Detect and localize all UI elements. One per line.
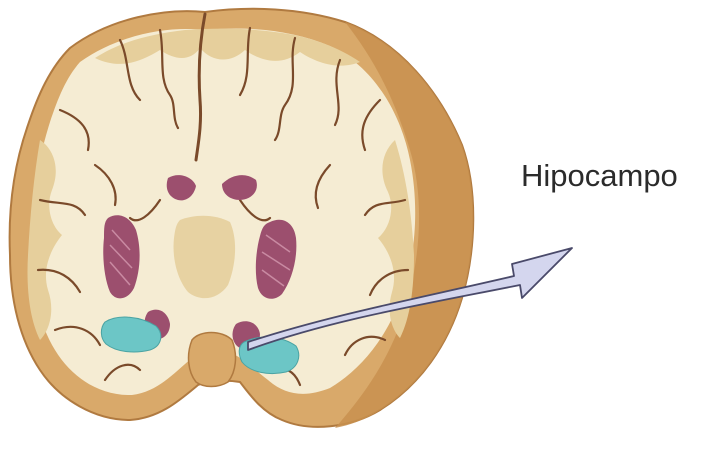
brainstem (189, 333, 236, 387)
hippocampus-label: Hipocampo (521, 160, 678, 191)
